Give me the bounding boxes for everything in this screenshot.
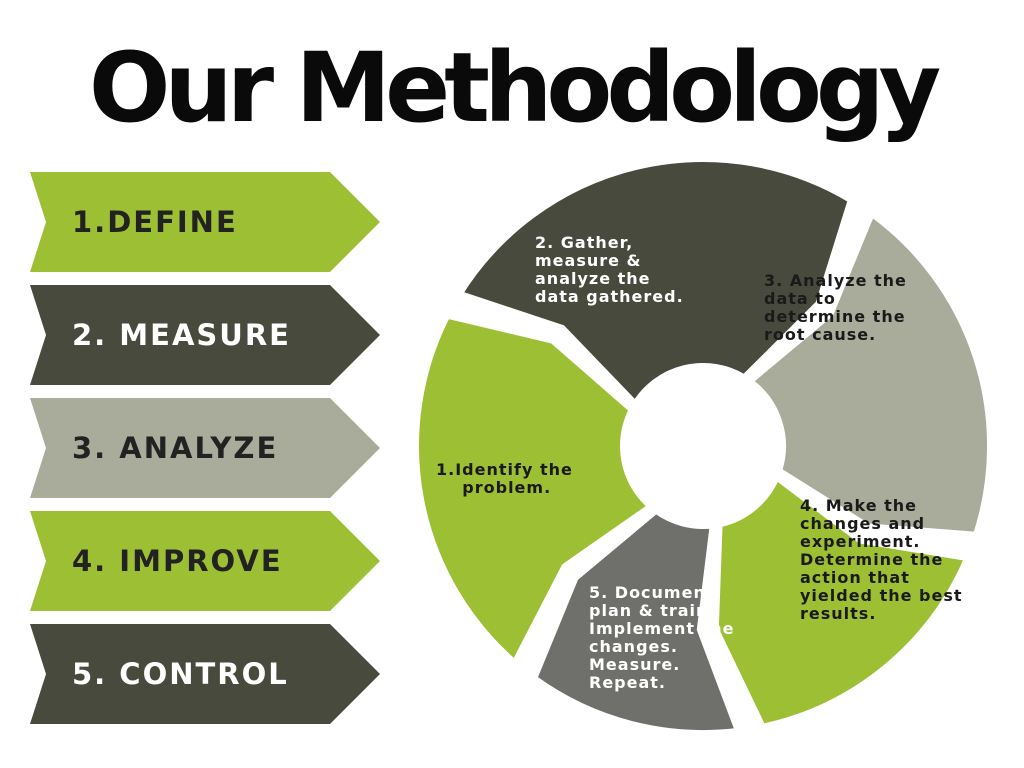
step-control-label: 5. CONTROL [72,657,289,691]
step-improve-label: 4. IMPROVE [72,544,283,578]
step-define-label: 1.DEFINE [72,205,238,239]
step-analyze-chevron [30,398,380,498]
step-measure: 2. MEASURE [30,285,380,385]
step-measure-label: 2. MEASURE [72,318,291,352]
step-define-chevron [30,172,380,272]
step-improve: 4. IMPROVE [30,511,380,611]
step-analyze: 3. ANALYZE [30,398,380,498]
page-title: Our Methodology [88,32,941,144]
cycle-text-analyze: 3. Analyze the data to determine the roo… [764,271,907,344]
cycle-text-improve: 4. Make the changes and experiment. Dete… [800,496,963,623]
step-analyze-label: 3. ANALYZE [72,431,279,465]
process-cycle-diagram: 1.Identify the problem. 2. Gather, measu… [400,150,1010,750]
step-control: 5. CONTROL [30,624,380,724]
cycle-text-control: 5. Document, plan & train. Implement the… [589,583,735,692]
step-improve-chevron [30,511,380,611]
cycle-center [623,366,783,526]
step-measure-chevron [30,285,380,385]
cycle-text-gather: 2. Gather, measure & analyze the data ga… [535,233,684,306]
step-define: 1.DEFINE [30,172,380,272]
cycle-text-identify: 1.Identify the problem. [436,460,573,497]
step-control-chevron [30,624,380,724]
cycle-ring [413,156,993,736]
